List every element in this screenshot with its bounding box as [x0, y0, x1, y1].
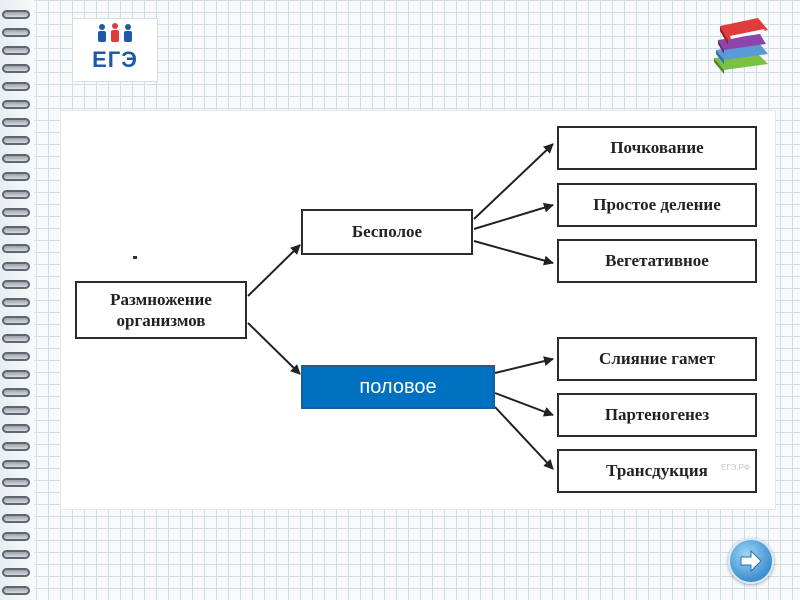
spiral-ring: [2, 136, 30, 145]
arrow-root-to-sexual: [248, 323, 300, 374]
spiral-ring: [2, 28, 30, 37]
node-gamete-fusion: Слияние гамет: [557, 337, 757, 381]
arrow-root-to-asexual: [248, 245, 300, 296]
ege-logo: ЕГЭ: [72, 18, 158, 82]
spiral-ring: [2, 352, 30, 361]
notebook-spiral: [0, 0, 34, 600]
spiral-ring: [2, 514, 30, 523]
spiral-ring: [2, 244, 30, 253]
arrow-sexual-to-parthenogenesis: [495, 393, 553, 415]
spiral-ring: [2, 334, 30, 343]
spiral-ring: [2, 388, 30, 397]
spiral-ring: [2, 406, 30, 415]
books-stack-icon: [708, 14, 772, 80]
diagram-panel: Размножение организмов Бесполое половое …: [60, 110, 776, 510]
node-budding: Почкование: [557, 126, 757, 170]
spiral-ring: [2, 46, 30, 55]
next-slide-button[interactable]: [728, 538, 774, 584]
spiral-ring: [2, 370, 30, 379]
spiral-ring: [2, 424, 30, 433]
people-logo-icon: [93, 23, 137, 43]
spiral-ring: [2, 460, 30, 469]
spiral-ring: [2, 64, 30, 73]
spiral-ring: [2, 100, 30, 109]
arrow-sexual-to-transduction: [495, 407, 553, 469]
spiral-ring: [2, 82, 30, 91]
spiral-ring: [2, 190, 30, 199]
spiral-ring: [2, 280, 30, 289]
node-vegetative: Вегетативное: [557, 239, 757, 283]
spiral-ring: [2, 442, 30, 451]
spiral-ring: [2, 118, 30, 127]
logo-text: ЕГЭ: [73, 47, 157, 73]
spiral-ring: [2, 496, 30, 505]
spiral-ring: [2, 154, 30, 163]
arrow-asexual-to-vegetative: [474, 241, 553, 263]
spiral-ring: [2, 532, 30, 541]
arrow-right-icon: [739, 550, 763, 572]
node-sexual-answer: половое: [301, 365, 495, 409]
spiral-ring: [2, 568, 30, 577]
stray-dot: [133, 256, 137, 259]
spiral-ring: [2, 298, 30, 307]
spiral-ring: [2, 226, 30, 235]
spiral-ring: [2, 262, 30, 271]
watermark: ЕГЭ.РФ: [721, 463, 750, 472]
node-simple-fission: Простое деление: [557, 183, 757, 227]
node-parthenogenesis: Партеногенез: [557, 393, 757, 437]
spiral-ring: [2, 172, 30, 181]
spiral-ring: [2, 550, 30, 559]
spiral-ring: [2, 586, 30, 595]
spiral-ring: [2, 478, 30, 487]
spiral-ring: [2, 10, 30, 19]
node-asexual: Бесполое: [301, 209, 473, 255]
spiral-ring: [2, 316, 30, 325]
arrow-sexual-to-gametes: [495, 359, 553, 373]
node-reproduction: Размножение организмов: [75, 281, 247, 339]
spiral-ring: [2, 208, 30, 217]
